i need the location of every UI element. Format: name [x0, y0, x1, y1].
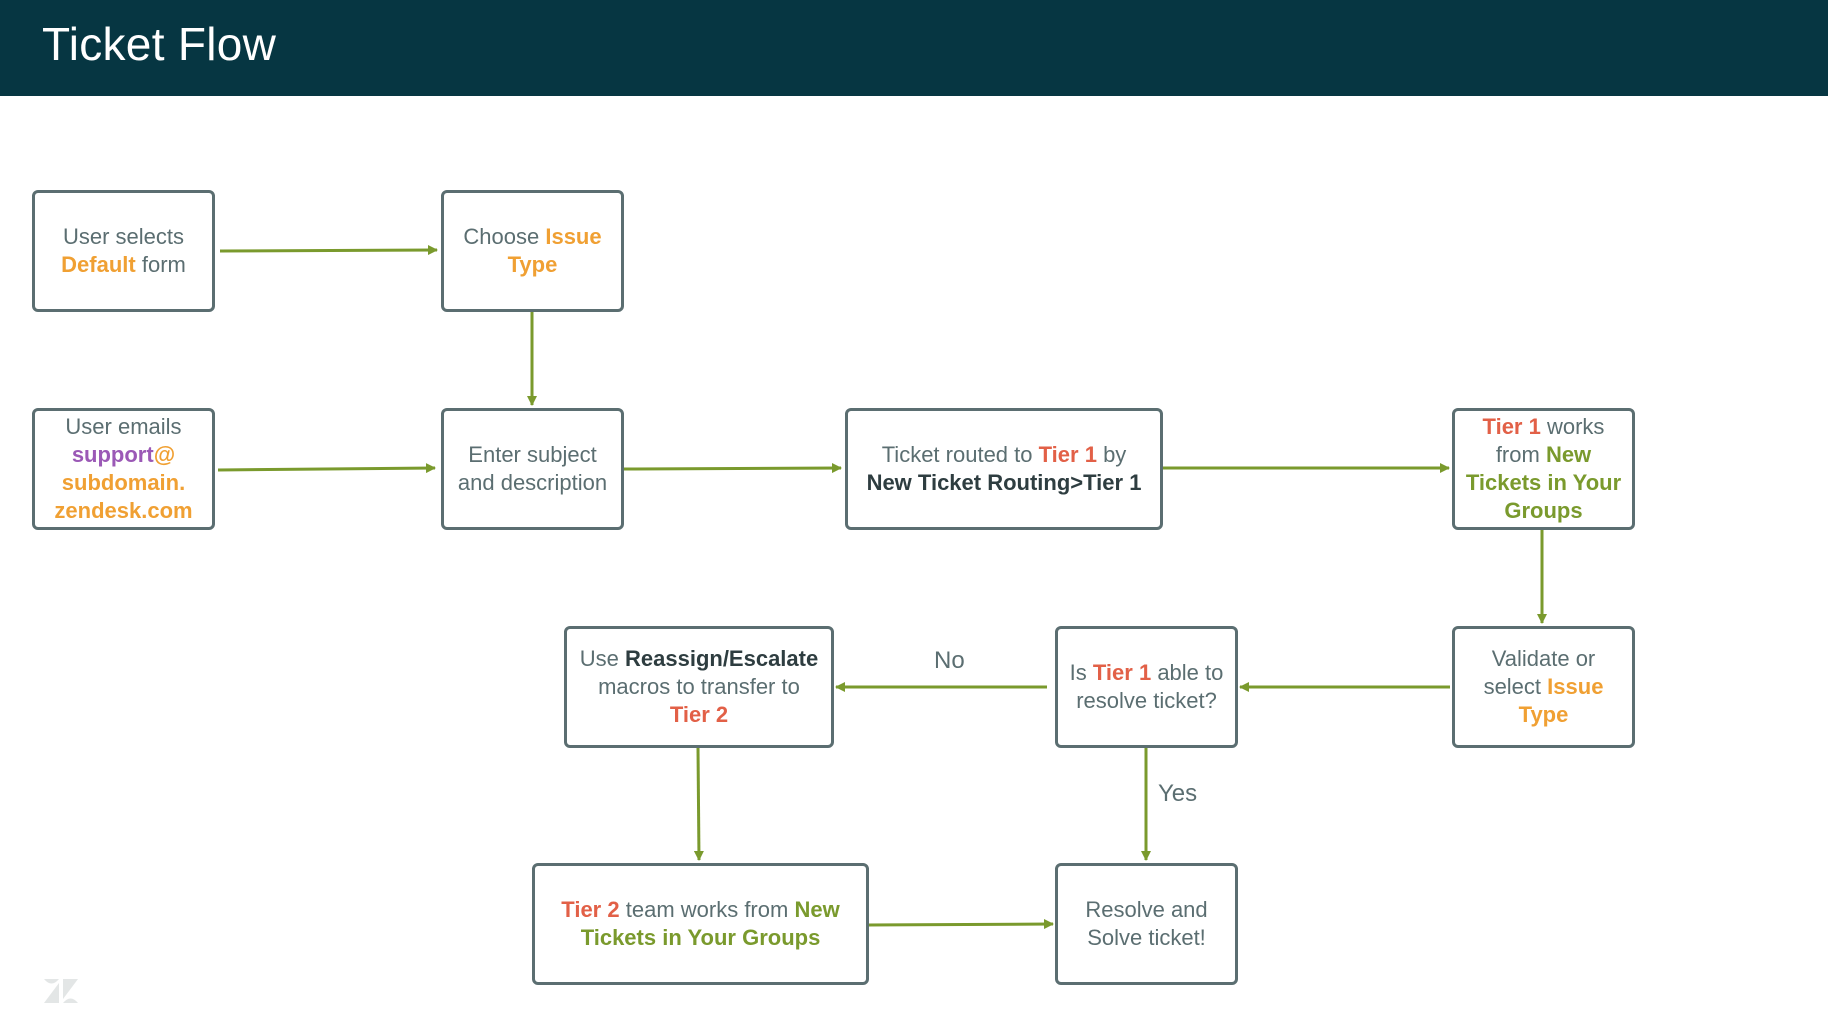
header-bar: Ticket Flow — [0, 0, 1828, 96]
arrow-subject-to-routed — [623, 463, 842, 474]
zendesk-logo-icon — [44, 979, 78, 1003]
page-title: Ticket Flow — [42, 18, 277, 70]
edge-label-yes: Yes — [1158, 780, 1198, 807]
arrow-default-to-issue — [219, 245, 438, 256]
edge-label-no: No — [934, 647, 965, 674]
arrow-tier2-to-resolve — [867, 919, 1054, 930]
arrow-escalate-to-tier2 — [693, 747, 704, 861]
arrow-email-to-subject — [217, 463, 436, 474]
